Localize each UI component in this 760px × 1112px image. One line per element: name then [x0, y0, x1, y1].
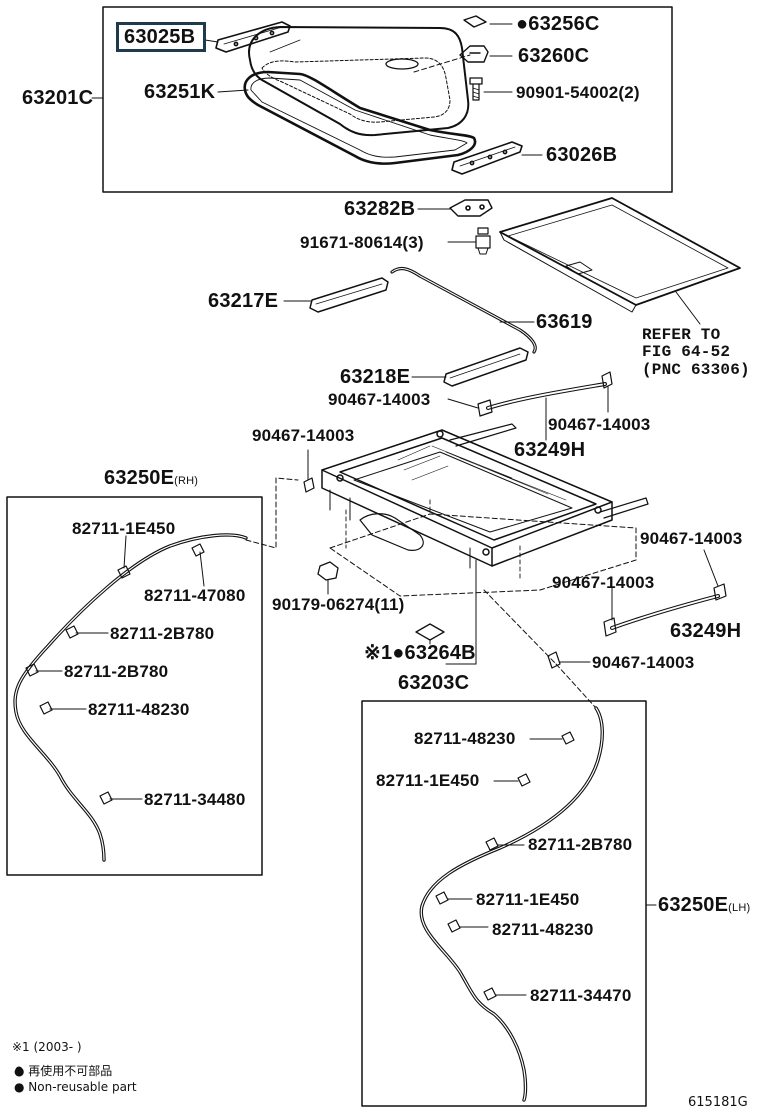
footnote-1: ※1 (2003- ): [12, 1040, 82, 1054]
label-lh-82711-48230-a[interactable]: 82711-48230: [414, 729, 516, 748]
glass-assembly-group-box: [102, 6, 673, 193]
bracket-63282b-drawing: [449, 199, 493, 217]
label-90467-d[interactable]: 90467-14003: [640, 529, 743, 548]
label-63201c[interactable]: 63201C: [22, 87, 94, 109]
label-63250e-rh[interactable]: 63250E(RH): [104, 467, 199, 489]
label-lh-82711-34470[interactable]: 82711-34470: [530, 986, 632, 1005]
trim-63217e-drawing: [309, 277, 389, 313]
sunroof-housing-frame-drawing: [321, 423, 649, 569]
label-90467-a[interactable]: 90467-14003: [328, 390, 431, 409]
bracket-63026b-drawing: [451, 141, 523, 175]
label-90467-e[interactable]: 90467-14003: [552, 573, 655, 592]
label-63025b[interactable]: 63025B: [124, 26, 196, 48]
sunroof-glass-drawing: [248, 26, 470, 137]
label-63264b[interactable]: ※1●63264B: [364, 642, 476, 664]
label-91671-80614[interactable]: 91671-80614(3): [300, 233, 424, 252]
rh-drain-hose-drawing: [13, 533, 248, 862]
label-lh-82711-2b780[interactable]: 82711-2B780: [528, 835, 633, 854]
drain-hose-lower-drawing: [603, 583, 727, 637]
label-lh-82711-48230-b[interactable]: 82711-48230: [492, 920, 594, 939]
label-63026b[interactable]: 63026B: [546, 144, 618, 166]
label-63260c[interactable]: 63260C: [518, 45, 590, 67]
lh-suffix: (LH): [728, 902, 751, 914]
label-90179-06274[interactable]: 90179-06274(11): [272, 595, 405, 614]
label-63249h-upper[interactable]: 63249H: [514, 439, 586, 461]
bracket-63264b-drawing: [415, 623, 445, 641]
footnote-3: ● Non-reusable part: [14, 1080, 137, 1094]
screw-90901-drawing: [469, 77, 483, 101]
drain-hose-upper-drawing: [477, 371, 613, 417]
label-63256c[interactable]: ●63256C: [516, 13, 600, 35]
highlighted-part-frame: [116, 22, 206, 52]
trim-63218e-drawing: [443, 347, 529, 387]
label-63249h-lower[interactable]: 63249H: [670, 620, 742, 642]
label-rh-82711-47080[interactable]: 82711-47080: [144, 586, 246, 605]
weatherstrip-seal-drawing: [243, 70, 477, 165]
label-63250e-lh[interactable]: 63250E(LH): [658, 894, 751, 916]
label-63619[interactable]: 63619: [536, 311, 593, 333]
label-90467-f[interactable]: 90467-14003: [592, 653, 695, 672]
label-lh-82711-1e450-b[interactable]: 82711-1E450: [476, 890, 580, 909]
bracket-63025b-drawing: [215, 21, 291, 53]
label-63203c[interactable]: 63203C: [398, 672, 470, 694]
label-rh-82711-2b780-b[interactable]: 82711-2B780: [64, 662, 169, 681]
refer-line-2: FIG 64-52: [642, 343, 731, 361]
refer-line-3: (PNC 63306): [642, 361, 750, 379]
figure-code: 615181G: [688, 1095, 748, 1110]
label-63251k[interactable]: 63251K: [144, 81, 216, 103]
label-rh-82711-2b780-a[interactable]: 82711-2B780: [110, 624, 215, 643]
label-63218e[interactable]: 63218E: [340, 366, 411, 388]
refer-line-1: REFER TO: [642, 326, 721, 344]
label-63282b[interactable]: 63282B: [344, 198, 416, 220]
rh-drain-hose-box: [6, 496, 263, 876]
rh-suffix: (RH): [174, 475, 199, 487]
label-rh-82711-48230[interactable]: 82711-48230: [88, 700, 190, 719]
label-90467-b[interactable]: 90467-14003: [548, 415, 651, 434]
label-rh-82711-34480[interactable]: 82711-34480: [144, 790, 246, 809]
footnote-2: ● 再使用不可部品: [14, 1064, 113, 1078]
lh-drain-hose-box: [361, 700, 647, 1107]
sunshade-drawing: [499, 197, 741, 313]
shim-63256c-drawing: [463, 15, 487, 28]
label-90467-c[interactable]: 90467-14003: [252, 426, 355, 445]
label-63217e[interactable]: 63217E: [208, 290, 279, 312]
bracket-63260c-drawing: [459, 45, 489, 63]
nut-90179-drawing: [317, 561, 339, 581]
bolt-91671-drawing: [475, 227, 491, 255]
label-rh-82711-1e450[interactable]: 82711-1E450: [72, 519, 176, 538]
drip-channel-63619-drawing: [390, 266, 537, 354]
label-lh-82711-1e450-a[interactable]: 82711-1E450: [376, 771, 480, 790]
label-90901-54002[interactable]: 90901-54002(2): [516, 83, 640, 102]
